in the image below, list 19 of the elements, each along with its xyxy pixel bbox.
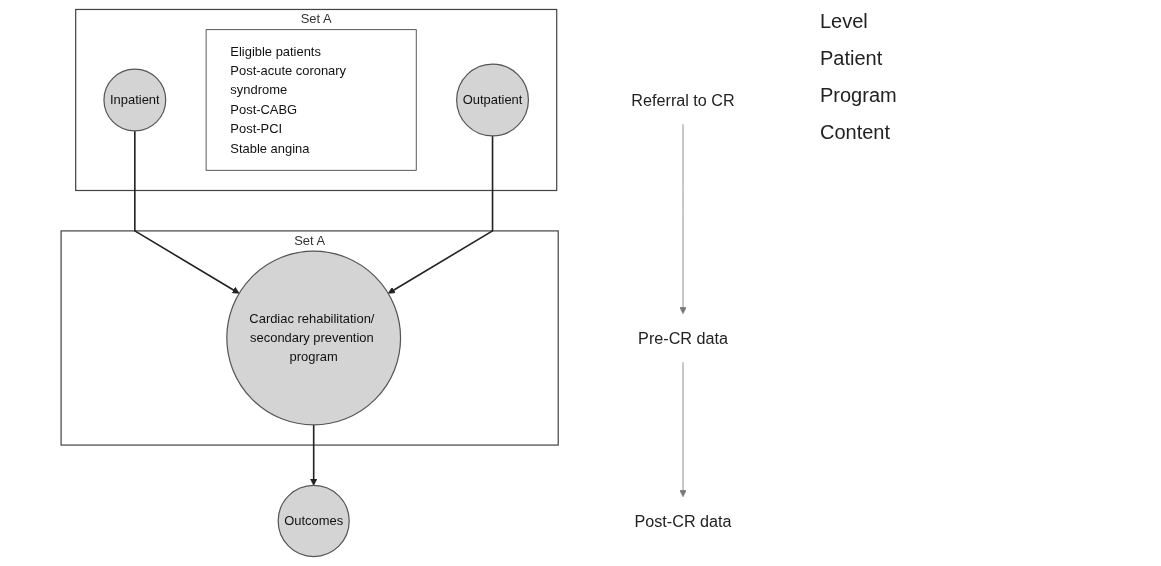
axis-label: Content [820, 121, 892, 144]
node-text: Referral to CR [631, 91, 735, 109]
node-circle: Outpatient [456, 63, 530, 137]
arrow [134, 130, 240, 294]
axis-label: Patient [820, 47, 884, 70]
arrow [387, 135, 494, 294]
node-text: Post-CR data [634, 512, 732, 530]
node-circle: Outcomes [277, 484, 350, 558]
arrow [310, 424, 318, 486]
axis-label: Program [820, 84, 898, 107]
cluster [60, 230, 559, 446]
axis-label: Level [820, 10, 869, 33]
cluster [75, 8, 558, 192]
node-label: Set A [294, 233, 326, 248]
node-box: Eligible patients Post-acute coronary syndrome Post-CABG Post-PCI Stable angina [205, 29, 417, 171]
node-text: Pre-CR data [638, 329, 728, 347]
node-circle: Inpatient [103, 68, 167, 132]
node-circle: Cardiac rehabilitation/ secondary prevention program [226, 250, 402, 426]
node-label: Set A [300, 11, 332, 26]
